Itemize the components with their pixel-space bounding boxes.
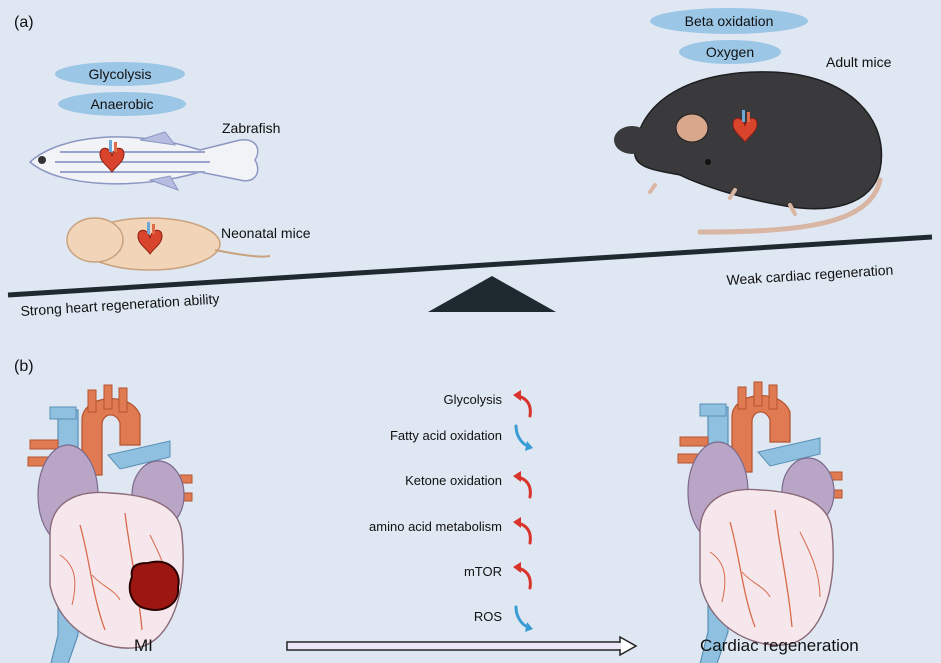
metab-label-glycolysis: Glycolysis (443, 392, 502, 407)
metab-arrow-down-icon (514, 605, 533, 632)
anaerobic-pill: Anaerobic (58, 92, 186, 116)
neonatal-mouse-illustration (66, 217, 271, 271)
zebrafish-illustration (28, 131, 259, 191)
adult-mice-label: Adult mice (826, 54, 892, 70)
progression-arrow (286, 635, 638, 657)
metab-arrow-up-icon (513, 390, 532, 418)
beta-oxidation-pill: Beta oxidation (650, 8, 808, 34)
infarct-region (128, 560, 180, 611)
panel-b-label: (b) (14, 358, 34, 375)
oxygen-pill: Oxygen (679, 40, 781, 64)
neonatal-mice-label: Neonatal mice (221, 225, 311, 241)
metab-label-mtor: mTOR (463, 564, 502, 579)
regenerated-heart-illustration (677, 381, 843, 663)
adult-mouse-illustration (614, 71, 883, 235)
mi-heart-illustration (27, 384, 193, 663)
mi-caption: MI (134, 636, 153, 655)
fulcrum-triangle (428, 276, 556, 312)
metab-arrow-up-icon (513, 517, 532, 545)
metabolic-arrows (513, 390, 533, 632)
metab-arrow-up-icon (513, 471, 532, 499)
panel-a-label: (a) (14, 14, 34, 31)
metab-label-fatty-acid-oxidation: Fatty acid oxidation (389, 428, 502, 443)
metab-arrow-down-icon (514, 424, 533, 451)
metab-label-amino-acid-metabolism: amino acid metabolism (369, 519, 502, 534)
metab-label-ketone-oxidation: Ketone oxidation (405, 473, 502, 488)
cardiac-regeneration-caption: Cardiac regeneration (700, 636, 859, 655)
metab-label-ros: ROS (473, 609, 502, 624)
metab-arrow-up-icon (513, 562, 532, 590)
glycolysis-pill: Glycolysis (55, 62, 185, 86)
balance-beam (7, 234, 933, 298)
zebrafish-label: Zabrafish (222, 120, 281, 136)
